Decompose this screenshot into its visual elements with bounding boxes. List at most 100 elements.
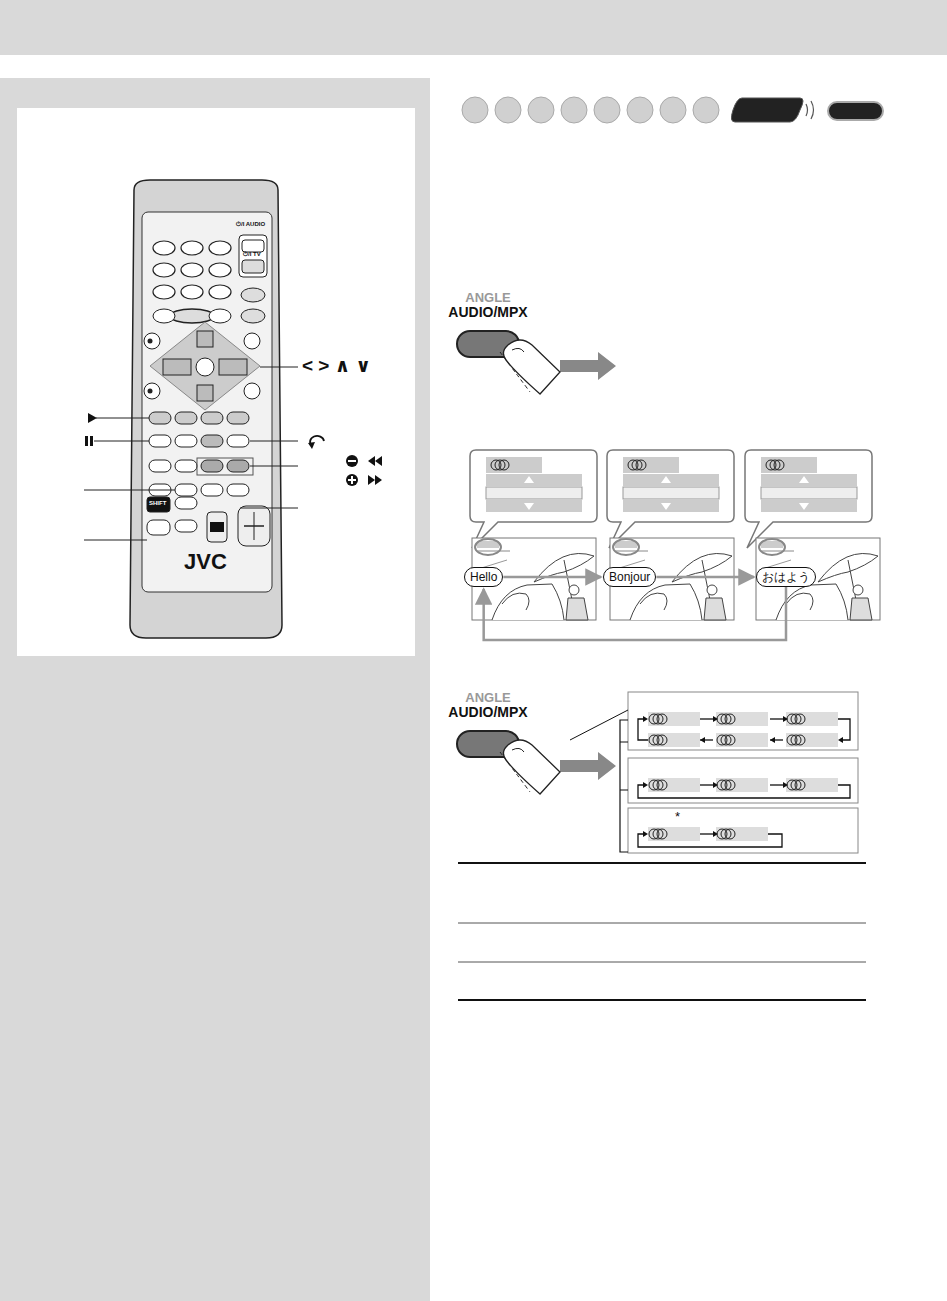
art	[244, 525, 264, 527]
button-cap	[456, 730, 520, 758]
art	[716, 733, 768, 747]
art	[770, 737, 775, 743]
art	[704, 598, 726, 620]
art	[713, 716, 718, 722]
art	[500, 752, 530, 792]
art	[615, 541, 637, 548]
art	[613, 539, 639, 555]
subtitle-oval: おはよう	[756, 567, 816, 587]
sequence-arrow	[484, 587, 786, 640]
art	[150, 322, 260, 410]
art	[486, 500, 582, 512]
art	[657, 780, 667, 790]
subtitle-oval: Hello	[464, 567, 503, 587]
art	[795, 780, 805, 790]
rule	[458, 999, 866, 1001]
art	[657, 735, 667, 745]
art	[163, 359, 191, 375]
sequence-arrow	[656, 576, 754, 579]
art	[713, 831, 718, 837]
header-band	[0, 0, 947, 55]
art	[250, 466, 298, 467]
art	[84, 490, 175, 491]
art	[566, 598, 588, 620]
art	[570, 710, 628, 740]
art	[201, 435, 223, 447]
menu-bubble	[745, 450, 872, 548]
subtitle-oval: Bonjour	[603, 567, 656, 587]
button-mark: ⏻/I AUDIO	[236, 221, 265, 228]
art	[209, 309, 231, 323]
button-mark: SHIFT	[149, 500, 166, 507]
audio-sequence	[570, 692, 858, 853]
art	[716, 827, 768, 841]
art	[731, 98, 803, 122]
subtitle-text: Hello	[470, 568, 497, 586]
footnote-mark: *	[675, 810, 680, 824]
art	[661, 476, 671, 483]
button-shift-label: ANGLE	[448, 690, 527, 705]
art	[503, 740, 560, 794]
sequence-arrow	[503, 576, 601, 579]
art	[368, 456, 375, 466]
art	[227, 412, 249, 424]
art	[477, 541, 499, 548]
art	[610, 538, 734, 620]
art	[175, 484, 197, 496]
art	[786, 593, 813, 610]
button-label: AUDIO/MPX	[448, 305, 527, 320]
art	[207, 512, 227, 542]
art	[648, 712, 700, 726]
art	[201, 412, 223, 424]
art	[153, 241, 175, 255]
subtitle-text: おはよう	[762, 568, 810, 586]
rule	[458, 923, 866, 924]
rule	[458, 962, 866, 963]
art	[244, 383, 260, 399]
art	[700, 737, 705, 743]
art	[197, 385, 213, 401]
art	[783, 716, 788, 722]
art	[630, 584, 702, 620]
art	[806, 101, 814, 119]
art	[500, 352, 530, 392]
art	[241, 288, 265, 302]
art	[620, 720, 628, 852]
screen-image	[756, 538, 880, 620]
art	[492, 584, 564, 620]
rule	[458, 862, 866, 864]
art	[786, 733, 838, 747]
art	[196, 358, 214, 376]
art	[853, 585, 863, 595]
art	[700, 833, 713, 834]
pressing-finger	[500, 740, 560, 794]
art	[700, 784, 713, 785]
art	[244, 333, 260, 349]
art	[725, 829, 735, 839]
art	[725, 780, 735, 790]
art	[238, 506, 270, 546]
art	[181, 241, 203, 255]
art	[149, 435, 171, 447]
art	[770, 784, 783, 785]
art	[759, 539, 785, 555]
art	[627, 97, 653, 123]
art	[144, 383, 160, 399]
art	[209, 285, 231, 299]
art	[175, 460, 197, 472]
art	[770, 718, 783, 719]
art	[761, 541, 783, 548]
art	[799, 503, 809, 510]
art	[640, 593, 667, 610]
press-arrow	[560, 752, 616, 780]
art	[761, 487, 857, 499]
art	[838, 737, 843, 743]
art	[628, 758, 858, 803]
art	[470, 450, 597, 548]
art	[503, 340, 560, 394]
art	[242, 260, 264, 273]
art	[149, 412, 171, 424]
art	[648, 827, 700, 841]
remote-button: ANGLEAUDIO/MPX	[448, 290, 527, 358]
